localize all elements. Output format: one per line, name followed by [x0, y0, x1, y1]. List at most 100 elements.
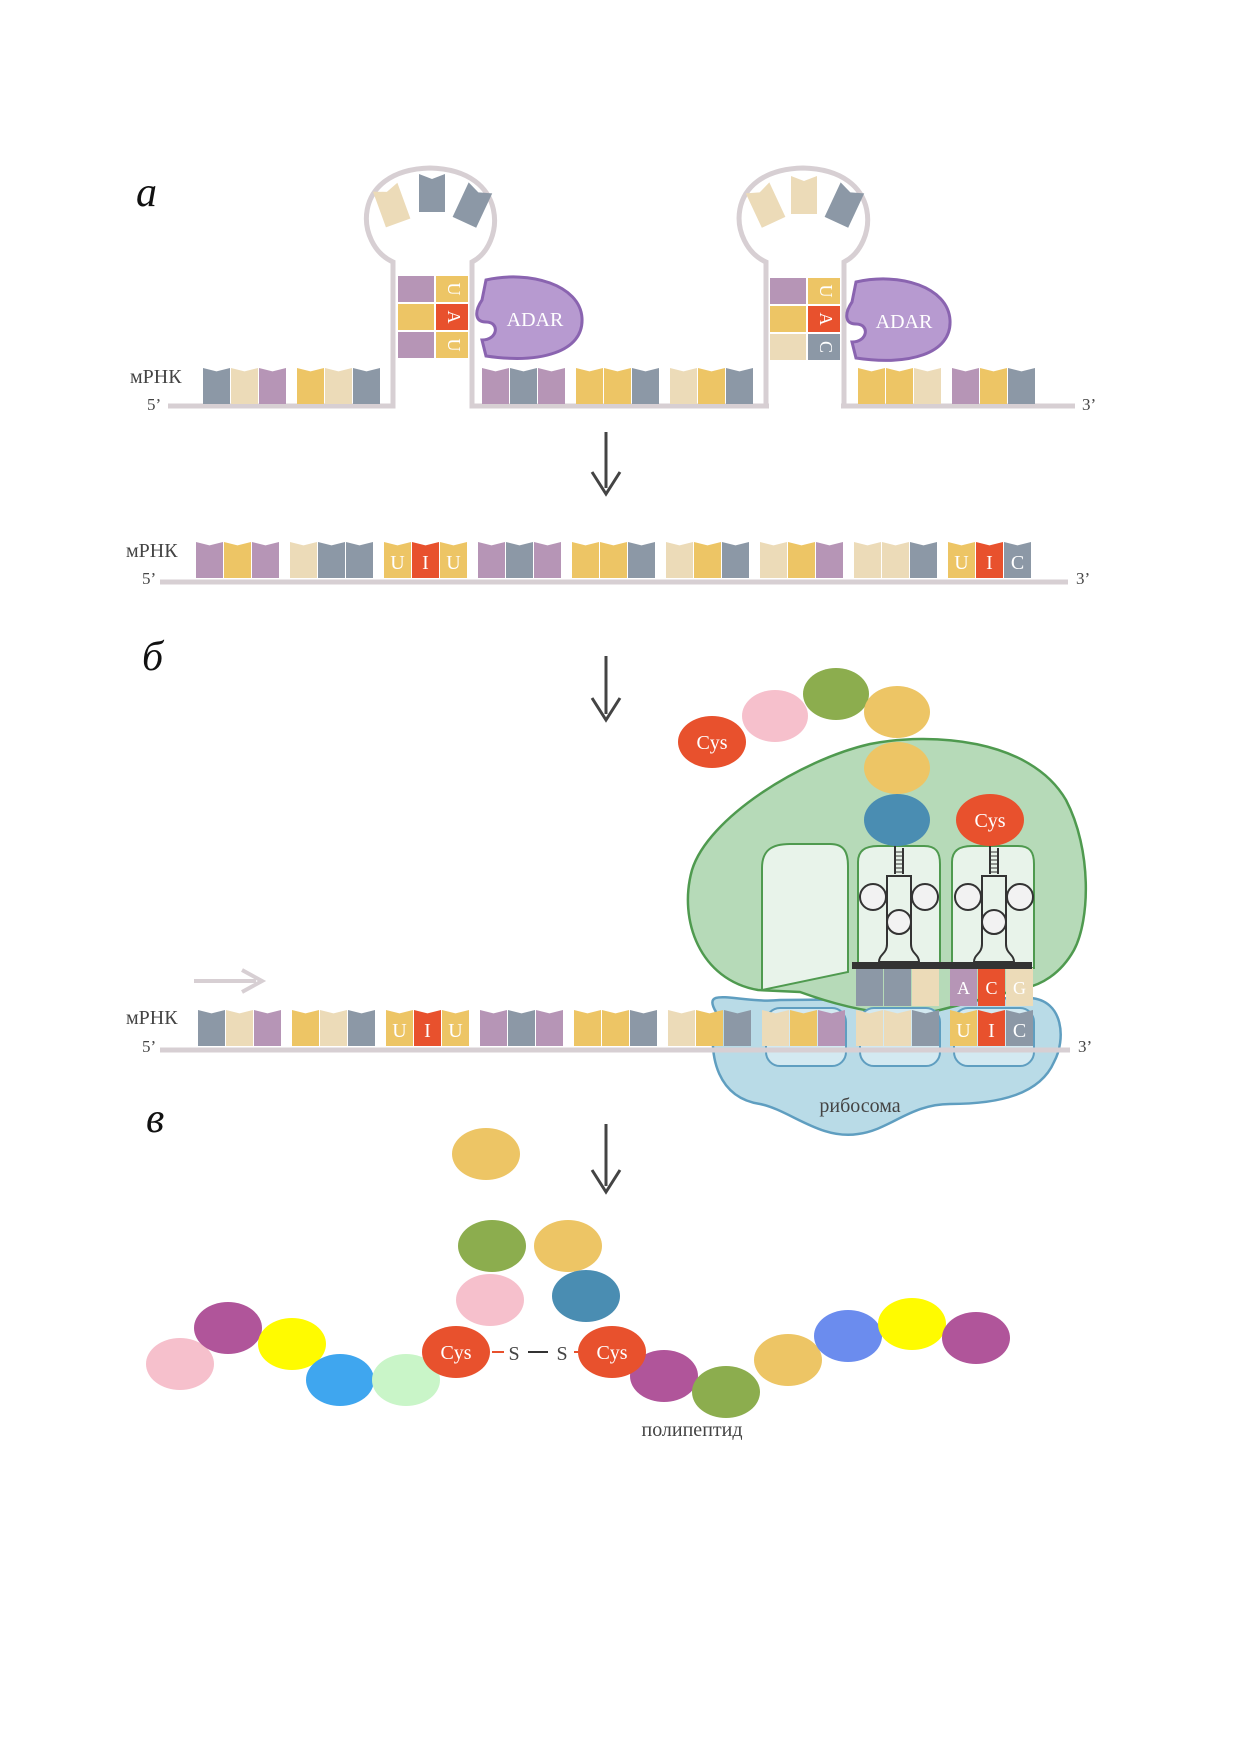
nucleotide-c-8 [442, 1010, 469, 1046]
nucleotide-c-25 [978, 1010, 1005, 1046]
nucleotide-c-18 [762, 1010, 789, 1046]
hairpin-2-outline [736, 165, 871, 406]
nucleotide-a-20 [1008, 368, 1035, 404]
nucleotide-b-21 [854, 542, 881, 578]
three-prime-edited: 3’ [1076, 569, 1090, 588]
a-site-anticodon-2 [1006, 968, 1033, 1006]
loop1-nuc-1 [419, 174, 445, 212]
nucleotide-b-0 [196, 542, 223, 578]
amino-acid-c-10 [630, 1350, 698, 1402]
a-site-anticodon-letter-2: G [1013, 978, 1026, 998]
stem2-right-letter-1: A [816, 313, 836, 326]
nucleotide-a-0 [203, 368, 230, 404]
nucleotide-c-21 [856, 1010, 883, 1046]
nucleotide-b-8-letter: U [446, 552, 461, 574]
loop1-nuc-2 [452, 182, 493, 228]
cys-right [578, 1326, 646, 1378]
amino-acid-c-7 [534, 1220, 602, 1272]
a-site-anticodon-letter-1: C [985, 978, 997, 998]
nucleotide-c-20 [818, 1010, 845, 1046]
nucleotide-b-24-letter: U [954, 552, 969, 574]
nucleotide-c-24-letter: U [956, 1020, 971, 1042]
a-site-anticodon-letter-0: A [957, 978, 970, 998]
nucleotide-c-10 [508, 1010, 535, 1046]
nucleotide-a-9 [576, 368, 603, 404]
mrna-label-b: мРНК [126, 1007, 178, 1029]
loop1-nuc-0 [372, 182, 411, 228]
ribosome-a-site [951, 845, 1035, 969]
a-site-anticodon-1 [978, 968, 1005, 1006]
stem1-right-letter-0: U [444, 283, 464, 296]
adar-enzyme-2: ADAR [845, 277, 952, 362]
adar-label-2: ADAR [876, 311, 933, 333]
nucleotide-a-4 [325, 368, 352, 404]
nucleotide-a-6 [482, 368, 509, 404]
nucleotide-a-1 [231, 368, 258, 404]
stem2-left-2 [770, 334, 806, 360]
stem2-right-letter-2: C [816, 341, 836, 353]
nucleotide-a-14 [726, 368, 753, 404]
direction-arrow [194, 968, 267, 994]
stem2-right-0 [808, 278, 840, 304]
nucleotide-b-20 [816, 542, 843, 578]
disulfide-bond: S S [492, 1343, 584, 1365]
stem2-right-2 [808, 334, 840, 360]
nucleotide-c-14 [630, 1010, 657, 1046]
arrow-down-3 [590, 1124, 622, 1195]
amino-acid-c-14 [878, 1298, 946, 1350]
panel-label-b: б [142, 634, 165, 680]
amino-acid-c-15 [942, 1312, 1010, 1364]
ribosome-e-site [761, 843, 849, 992]
stem1-right-2 [436, 332, 468, 358]
nucleotide-a-8 [538, 368, 565, 404]
amino-acid-b-1 [742, 690, 808, 742]
adar-label-1: ADAR [507, 309, 564, 331]
nucleotide-b-1 [224, 542, 251, 578]
nucleotide-b-25-letter: I [986, 552, 993, 574]
nucleotide-a-16 [886, 368, 913, 404]
arrow-down-2 [590, 656, 622, 723]
nucleotide-b-18 [760, 542, 787, 578]
nucleotide-c-6 [386, 1010, 413, 1046]
amino-acid-b-5 [864, 794, 930, 846]
stem1-right-letter-1: A [444, 311, 464, 324]
nucleotide-a-18 [952, 368, 979, 404]
nucleotide-b-6 [384, 542, 411, 578]
amino-acid-c-4 [372, 1354, 440, 1406]
stem2-right-letter-0: U [816, 285, 836, 298]
sulfur-left: S [508, 1343, 519, 1365]
p-site-anticodon-2 [912, 968, 939, 1006]
nucleotide-c-11 [536, 1010, 563, 1046]
mrna-label-edited: мРНК [126, 540, 178, 562]
nucleotide-c-13 [602, 1010, 629, 1046]
nucleotide-a-11 [632, 368, 659, 404]
nucleotide-c-17 [724, 1010, 751, 1046]
panel-a-nucleotide-row [203, 368, 1035, 404]
nucleotide-b-11 [534, 542, 561, 578]
loop2-nuc-0 [745, 182, 786, 228]
stem1-right-1 [436, 304, 468, 330]
nucleotide-c-25-letter: I [988, 1020, 995, 1042]
nucleotide-b-19 [788, 542, 815, 578]
amino-acid-b-0 [678, 716, 746, 768]
nucleotide-b-3 [290, 542, 317, 578]
nucleotide-a-13 [698, 368, 725, 404]
nucleotide-a-17 [914, 368, 941, 404]
nucleotide-c-7-letter: I [424, 1020, 431, 1042]
nucleotide-b-15 [666, 542, 693, 578]
nucleotide-c-24 [950, 1010, 977, 1046]
nucleotide-c-15 [668, 1010, 695, 1046]
loop2-nuc-2 [824, 182, 865, 228]
ribosome-label: рибосома [819, 1095, 900, 1117]
nucleotide-c-1 [226, 1010, 253, 1046]
nucleotide-c-7 [414, 1010, 441, 1046]
amino-acid-c-12 [754, 1334, 822, 1386]
nucleotide-c-2 [254, 1010, 281, 1046]
nucleotide-c-4 [320, 1010, 347, 1046]
nucleotide-c-5 [348, 1010, 375, 1046]
five-prime-b: 5’ [142, 1037, 156, 1056]
nucleotide-c-19 [790, 1010, 817, 1046]
